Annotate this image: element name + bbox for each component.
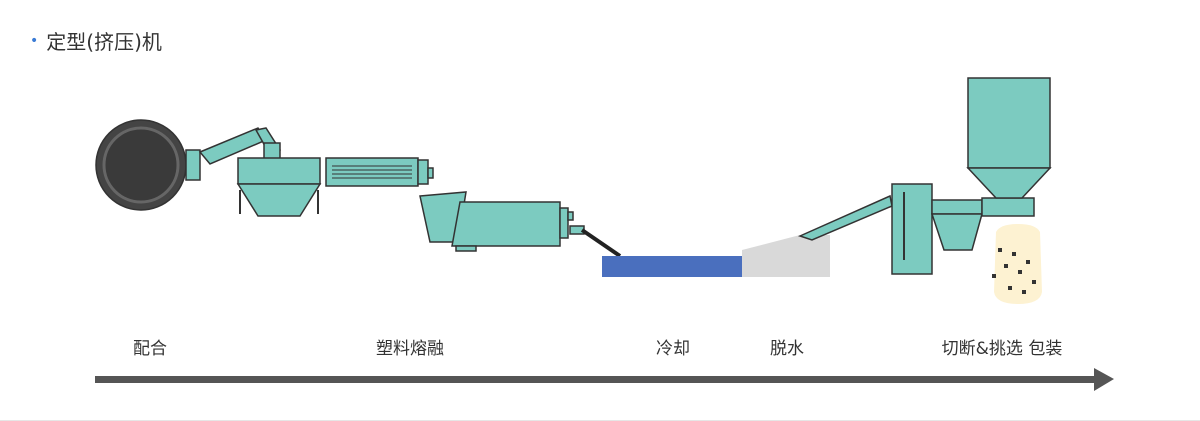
conveyor [797, 194, 893, 241]
melting-unit-1 [325, 157, 434, 187]
feed-pipe [198, 127, 282, 165]
hopper-mixer [236, 157, 322, 217]
stage-label-cutting: 切断&挑选 包装 [941, 339, 1063, 359]
packaging-silo [966, 77, 1052, 199]
extrusion-strand [580, 228, 622, 258]
stage-label-cooling: 冷却 [656, 339, 690, 359]
stage-label-dewatering: 脱水 [770, 339, 804, 359]
bullet-icon: • [30, 32, 39, 49]
page-title-text: 定型(挤压)机 [46, 30, 162, 54]
flow-arrow [95, 368, 1114, 391]
stage-label-mixing: 配合 [133, 339, 167, 359]
cooling-bath [602, 256, 742, 277]
dewatering-unit [742, 235, 830, 277]
mixer-drum [95, 119, 201, 211]
cutter-selector [891, 183, 1035, 275]
stage-label-melting: 塑料熔融 [376, 339, 444, 359]
page-title: • 定型(挤压)机 [30, 26, 162, 55]
pellet-bag [992, 224, 1042, 304]
extruder [419, 191, 585, 252]
